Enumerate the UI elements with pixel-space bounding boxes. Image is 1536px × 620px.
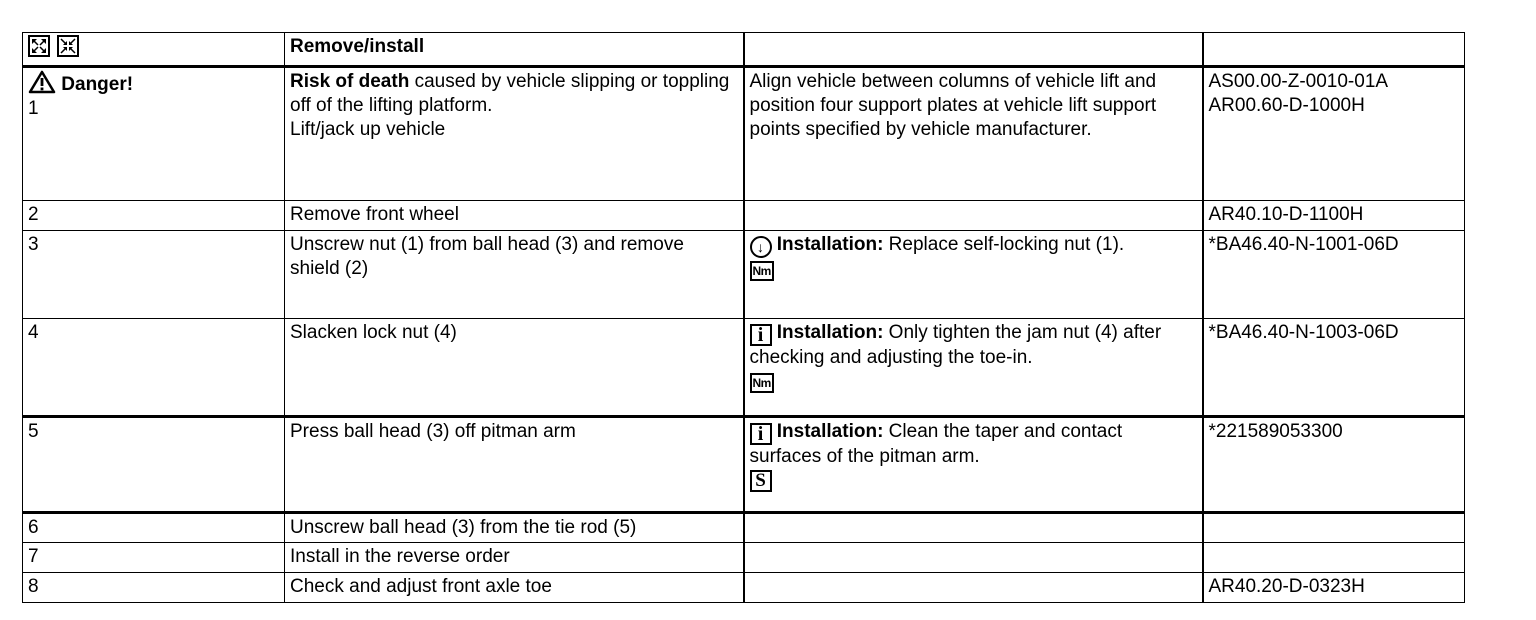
- danger-risk: Risk of death caused by vehicle slipping…: [290, 70, 737, 118]
- step-note: ↓ Installation: Replace self-locking nut…: [742, 230, 1204, 319]
- step-note: [742, 572, 1204, 603]
- note-label: Installation:: [776, 322, 884, 343]
- step-number: 4: [22, 318, 285, 417]
- step-action: Install in the reverse order: [284, 542, 744, 573]
- risk-text: caused by vehicle slipping or toppling o…: [290, 71, 730, 116]
- torque-icon[interactable]: Nm: [749, 261, 774, 281]
- header-empty-note: [742, 32, 1204, 67]
- step-ref-cell: *BA46.40-N-1001-06D: [1202, 230, 1465, 319]
- step-number: 1: [28, 98, 39, 119]
- collapse-icon[interactable]: [57, 35, 80, 57]
- step-ref: [1202, 511, 1465, 543]
- warning-triangle-icon: [28, 70, 56, 94]
- step-number: 3: [22, 230, 285, 319]
- table-row: 4 Slacken lock nut (4) i Installation: O…: [22, 318, 1465, 417]
- step-ref[interactable]: AR40.10-D-1100H: [1202, 200, 1465, 231]
- step-note: i Installation: Clean the taper and cont…: [742, 415, 1204, 513]
- danger-ref[interactable]: AS00.00-Z-0010-01A: [1208, 71, 1389, 92]
- expand-icon[interactable]: [28, 35, 50, 57]
- step-ref[interactable]: *BA46.40-N-1001-06D: [1208, 234, 1399, 255]
- view-toggle-cell: [22, 32, 285, 67]
- note-label: Installation:: [776, 421, 884, 442]
- table-row: 7 Install in the reverse order: [22, 542, 1465, 573]
- special-tool-icon[interactable]: S: [749, 470, 772, 492]
- header-row: Remove/install: [22, 32, 1465, 67]
- step-number: 5: [22, 415, 285, 513]
- step-action: Unscrew ball head (3) from the tie rod (…: [284, 511, 744, 543]
- step-ref[interactable]: *BA46.40-N-1003-06D: [1208, 322, 1399, 343]
- step-ref-cell: *BA46.40-N-1003-06D: [1202, 318, 1465, 417]
- danger-row: Danger! 1 Risk of death caused by vehicl…: [22, 65, 1465, 201]
- step-action: Slacken lock nut (4): [284, 318, 744, 417]
- step-action: Lift/jack up vehicle: [290, 119, 446, 140]
- step-ref[interactable]: AR40.20-D-0323H: [1202, 572, 1465, 603]
- table-row: 2 Remove front wheel AR40.10-D-1100H: [22, 200, 1465, 231]
- info-icon: i: [749, 423, 772, 445]
- procedure-table: Remove/install Danger! 1 Risk of death: [22, 32, 1465, 603]
- danger-warning: Danger!: [28, 70, 278, 97]
- info-icon: i: [749, 324, 772, 346]
- table-row: 8 Check and adjust front axle toe AR40.2…: [22, 572, 1465, 603]
- header-title: Remove/install: [284, 32, 744, 67]
- step-number: 8: [22, 572, 285, 603]
- table-row: 3 Unscrew nut (1) from ball head (3) and…: [22, 230, 1465, 319]
- table-row: 6 Unscrew ball head (3) from the tie rod…: [22, 511, 1465, 543]
- note-text: Clean the taper and contact surfaces of …: [749, 421, 1123, 467]
- step-ref[interactable]: *221589053300: [1208, 421, 1343, 442]
- header-empty-ref: [1202, 32, 1465, 67]
- step-note: [742, 542, 1204, 573]
- step-note: [742, 200, 1204, 231]
- danger-risk-cell: Risk of death caused by vehicle slipping…: [284, 65, 744, 201]
- danger-label: Danger!: [61, 74, 134, 95]
- step-ref[interactable]: AR00.60-D-1000H: [1208, 95, 1365, 116]
- step-ref-cell: *221589053300: [1202, 415, 1465, 513]
- torque-icon[interactable]: Nm: [749, 373, 774, 393]
- step-action: Check and adjust front axle toe: [284, 572, 744, 603]
- step-ref: [1202, 542, 1465, 573]
- step-number: 2: [22, 200, 285, 231]
- step-note: i Installation: Only tighten the jam nut…: [742, 318, 1204, 417]
- danger-note: Align vehicle between columns of vehicle…: [749, 71, 1157, 140]
- note-text: Replace self-locking nut (1).: [883, 234, 1125, 255]
- danger-note-cell: Align vehicle between columns of vehicle…: [742, 65, 1204, 201]
- danger-ref-cell: AS00.00-Z-0010-01A AR00.60-D-1000H: [1202, 65, 1465, 201]
- step-action: Unscrew nut (1) from ball head (3) and r…: [284, 230, 744, 319]
- risk-bold: Risk of death: [290, 71, 410, 92]
- replace-nut-icon: ↓: [749, 236, 772, 258]
- step-note: [742, 511, 1204, 543]
- note-text: Only tighten the jam nut (4) after check…: [749, 322, 1162, 368]
- step-number: 7: [22, 542, 285, 573]
- danger-cell: Danger! 1: [22, 65, 285, 201]
- step-action: Remove front wheel: [284, 200, 744, 231]
- step-number: 6: [22, 511, 285, 543]
- step-action: Press ball head (3) off pitman arm: [284, 415, 744, 513]
- note-label: Installation:: [776, 234, 884, 255]
- table-row: 5 Press ball head (3) off pitman arm i I…: [22, 415, 1465, 513]
